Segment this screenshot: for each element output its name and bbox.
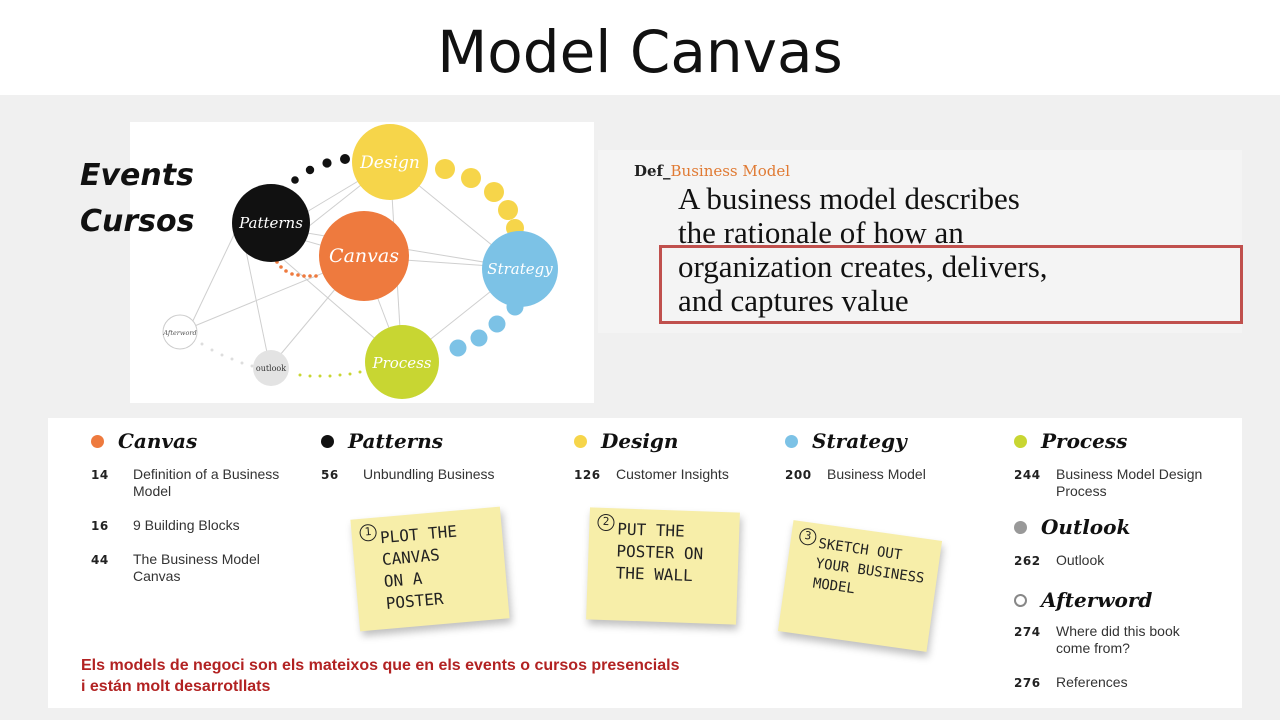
toc-bullet-icon (574, 434, 587, 448)
process-dot-trail (298, 370, 362, 378)
toc-section-outlook: Outlook (1014, 514, 1204, 540)
table-of-contents: Canvas 14 Definition of a Business Model… (48, 418, 1242, 708)
toc-bullet-icon (1014, 434, 1027, 448)
toc-entry-text: Outlook (1056, 552, 1105, 568)
strategy-dot-trail (449, 298, 524, 357)
footnote: Els models de negoci son els mateixos qu… (81, 655, 781, 697)
sticky-text: Sketch out your business model (812, 534, 937, 610)
node-process-label: Process (372, 354, 432, 372)
toc-bullet-icon (1014, 593, 1027, 607)
toc-entry: 44 The Business Model Canvas (91, 551, 301, 585)
slide-title: Model Canvas (437, 18, 843, 86)
toc-entry-text: Business Model (827, 466, 926, 482)
toc-section-design: Design 126 Customer Insights (574, 428, 774, 483)
toc-bullet-icon (1014, 520, 1027, 534)
toc-section-title: Strategy (812, 429, 907, 453)
node-strategy: Strategy (482, 231, 558, 307)
toc-bullet-icon (321, 434, 334, 448)
toc-entry-text: Business Model Design Process (1056, 466, 1203, 499)
toc-page-number: 126 (574, 468, 601, 482)
toc-page-number: 44 (91, 553, 109, 567)
definition-text: A business model describes the rationale… (678, 182, 1248, 318)
node-design-label: Design (359, 153, 420, 173)
sticky-number: 2 (597, 513, 615, 532)
definition-line: the rationale of how an (678, 215, 964, 250)
canvas-diagram-panel: Design Patterns Canvas Strategy Process … (130, 122, 594, 403)
toc-entry-text: Unbundling Business (363, 466, 495, 482)
toc-section-afterword: Afterword (1014, 587, 1204, 613)
node-patterns-label: Patterns (238, 214, 303, 232)
toc-page-number: 56 (321, 468, 339, 482)
toc-entry-text: Where did this book come from? (1056, 623, 1180, 656)
toc-section-patterns: Patterns 56 Unbundling Business (321, 428, 521, 483)
toc-bullet-icon (91, 434, 104, 448)
canvas-diagram: Design Patterns Canvas Strategy Process … (162, 124, 558, 399)
sticky-number: 3 (798, 527, 818, 547)
toc-entry-text: The Business Model Canvas (133, 551, 260, 584)
toc-entry-text: References (1056, 674, 1128, 690)
definition-line: and captures value (678, 283, 909, 318)
toc-section-title: Design (601, 429, 679, 453)
definition-heading: Def_Business Model (634, 162, 790, 180)
toc-section-strategy: Strategy 200 Business Model (785, 428, 985, 483)
toc-entry: 262 Outlook (1014, 552, 1204, 569)
toc-section-canvas: Canvas 14 Definition of a Business Model… (91, 428, 301, 585)
toc-page-number: 14 (91, 468, 109, 482)
toc-section-title: Patterns (348, 429, 443, 453)
definition-highlight-box (659, 245, 1243, 324)
toc-page-number: 200 (785, 468, 812, 482)
footnote-line: i están molt desarrotllats (81, 678, 271, 695)
toc-page-number: 244 (1014, 468, 1041, 482)
definition-panel: Def_Business Model A business model desc… (598, 150, 1242, 333)
sticky-text: Plot the canvas on a poster (379, 517, 504, 615)
sticky-line: the wall (615, 563, 694, 586)
sticky-note: 2 Put the poster on the wall (586, 507, 740, 625)
toc-page-number: 262 (1014, 554, 1041, 568)
definition-term: Business Model (670, 162, 791, 180)
toc-entry: 126 Customer Insights (574, 466, 774, 483)
cursos-label: Cursos (80, 204, 195, 239)
toc-section-title: Afterword (1041, 588, 1153, 612)
node-process: Process (365, 325, 439, 399)
toc-page-number: 276 (1014, 676, 1041, 690)
node-outlook: outlook (253, 350, 289, 386)
toc-entry: 16 9 Building Blocks (91, 517, 301, 534)
toc-section-process: Process 244 Business Model Design Proces… (1014, 428, 1204, 691)
definition-line: organization creates, delivers, (678, 249, 1048, 284)
footnote-line: Els models de negoci son els mateixos qu… (81, 657, 680, 674)
toc-section-title: Process (1041, 429, 1128, 453)
toc-section-title: Canvas (118, 429, 198, 453)
node-canvas-label: Canvas (329, 245, 399, 267)
sticky-note: 1 Plot the canvas on a poster (350, 506, 510, 632)
toc-entry-text: 9 Building Blocks (133, 517, 240, 533)
toc-entry: 276 References (1014, 674, 1204, 691)
events-label: Events (80, 158, 194, 193)
sticky-text: Put the poster on the wall (615, 518, 735, 588)
sticky-number: 1 (358, 523, 378, 542)
toc-entry: 274 Where did this book come from? (1014, 623, 1204, 657)
node-canvas: Canvas (319, 211, 409, 301)
toc-section-title: Outlook (1041, 515, 1131, 539)
node-afterword: Afterword (162, 314, 198, 350)
toc-entry: 14 Definition of a Business Model (91, 466, 301, 500)
toc-entry-text: Customer Insights (616, 466, 729, 482)
toc-entry: 56 Unbundling Business (321, 466, 521, 483)
toc-page-number: 274 (1014, 625, 1041, 639)
toc-entry-text: Definition of a Business Model (133, 466, 280, 499)
design-dot-trail (435, 159, 524, 237)
node-afterword-label: Afterword (162, 329, 196, 337)
sticky-note: 3 Sketch out your business model (777, 520, 943, 652)
node-patterns: Patterns (232, 184, 310, 262)
toc-bullet-icon (785, 434, 798, 448)
node-outlook-label: outlook (256, 364, 286, 373)
toc-entry: 244 Business Model Design Process (1014, 466, 1204, 500)
node-design: Design (352, 124, 428, 200)
toc-entry: 200 Business Model (785, 466, 985, 483)
node-strategy-label: Strategy (487, 260, 553, 278)
toc-page-number: 16 (91, 519, 109, 533)
definition-prefix: Def_ (634, 162, 671, 180)
afterword-dot-trail (200, 342, 254, 368)
definition-line: A business model describes (678, 181, 1020, 216)
